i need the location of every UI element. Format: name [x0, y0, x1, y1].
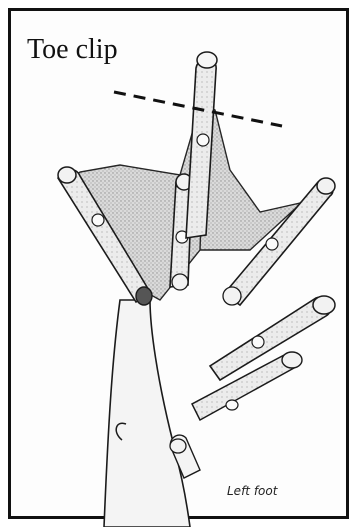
toe-1-base-icon [136, 287, 152, 305]
toe-1-joint-icon [92, 214, 104, 226]
toe-6-joint-icon [226, 400, 238, 410]
left-foot-caption: Left foot [227, 484, 277, 498]
toe-4-joint-icon [266, 238, 278, 250]
toe-3-joint-icon [197, 134, 209, 146]
toe-1-tip-icon [58, 167, 76, 183]
toe-3-tip-icon [197, 52, 217, 68]
toe-4-base-icon [223, 287, 241, 305]
toe-4-tip-icon [317, 178, 335, 194]
foot-leg [104, 300, 190, 527]
toe-7-tip-icon [170, 439, 186, 453]
toe-2-base-icon [172, 274, 188, 290]
toe-5-tip-icon [313, 296, 335, 314]
toe-clip-label: Toe clip [27, 36, 118, 64]
toe-6-tip-icon [282, 352, 302, 368]
toe-5-joint-icon [252, 336, 264, 348]
